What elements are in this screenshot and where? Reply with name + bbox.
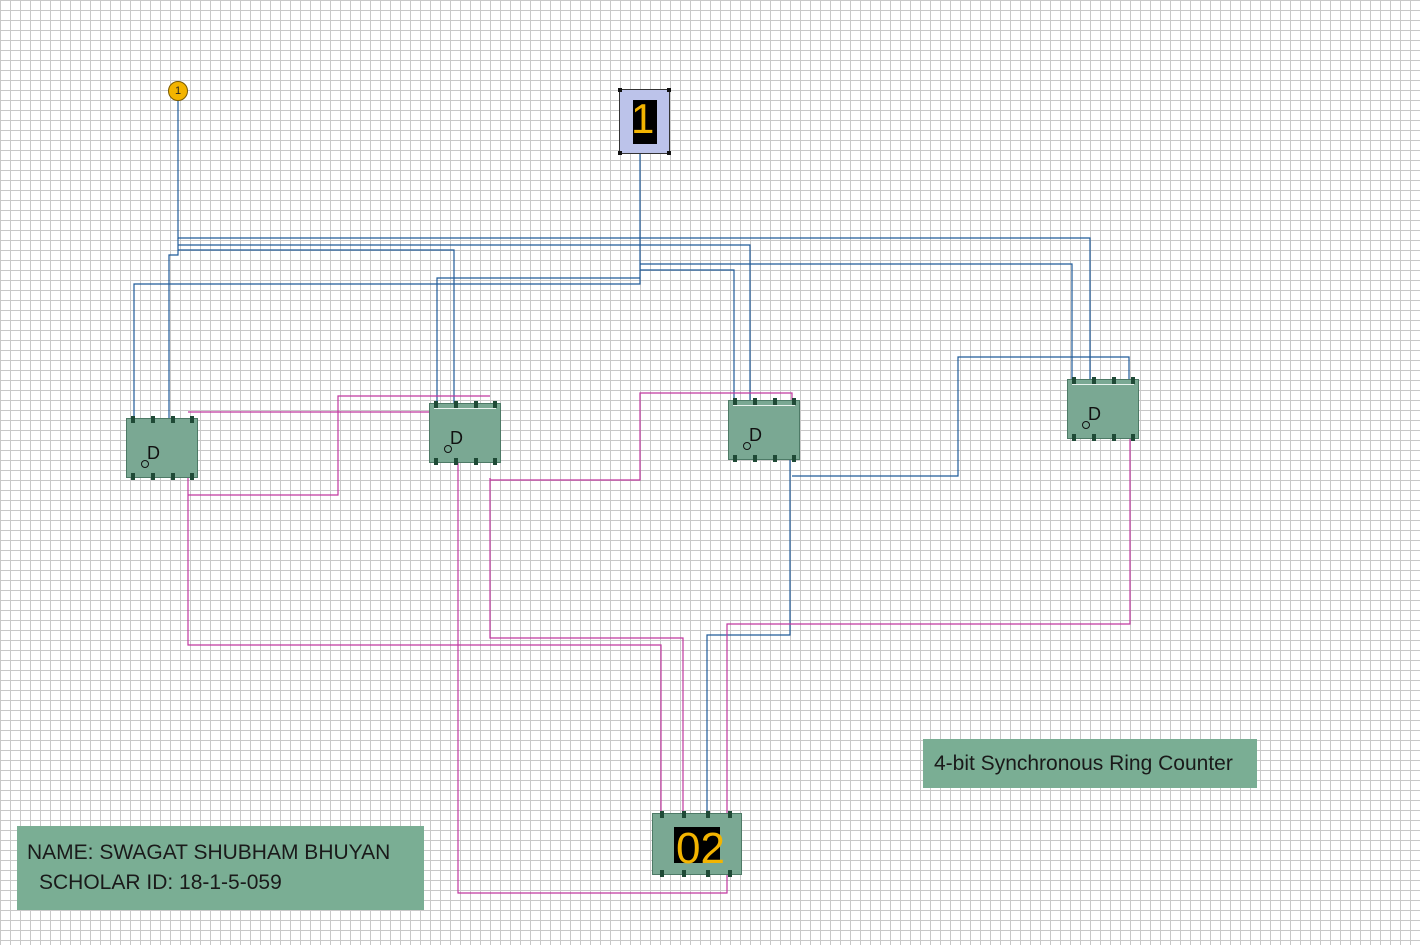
pin[interactable] [493,458,497,465]
flip-flop-highlight [733,405,795,406]
pin[interactable] [190,473,194,480]
wire-segment[interactable] [178,244,751,400]
pin[interactable] [131,473,135,480]
input-display-digit: 1 [631,95,655,142]
pin[interactable] [454,401,458,408]
pin[interactable] [682,811,686,818]
pin[interactable] [682,870,686,877]
flip-flop-label: D [749,425,762,445]
pin[interactable] [728,870,732,877]
pin[interactable] [660,870,664,877]
pin[interactable] [171,416,175,423]
wire-segment[interactable] [168,238,179,418]
selection-handle[interactable] [618,88,622,92]
wire-segment[interactable] [706,460,791,815]
pin[interactable] [728,811,732,818]
pin[interactable] [1131,377,1135,384]
output-display-digits: 02 [676,824,725,873]
pin[interactable] [660,811,664,818]
pin[interactable] [706,811,710,818]
clock-bubble-icon [1082,421,1090,429]
clock-probe-label: 1 [174,85,182,97]
pin[interactable] [773,455,777,462]
wire-segment[interactable] [187,478,662,815]
wire-segment[interactable] [640,263,1073,380]
pin[interactable] [1112,434,1116,441]
pin[interactable] [454,458,458,465]
flip-flop-label: D [450,428,463,448]
pin[interactable] [474,401,478,408]
wire-segment[interactable] [457,463,728,894]
flip-flop-highlight [1072,384,1134,385]
pin[interactable] [1131,434,1135,441]
pin[interactable] [171,473,175,480]
circuit-title-text: 4-bit Synchronous Ring Counter [934,752,1233,775]
pin[interactable] [474,458,478,465]
wire-segment[interactable] [436,277,640,403]
data-wires [187,392,1131,894]
d-flip-flop-2[interactable]: D [429,401,501,465]
output-hex-display[interactable]: 02 [652,811,742,877]
clock-bubble-icon [141,460,149,468]
pin[interactable] [773,398,777,405]
wire-segment[interactable] [640,269,735,400]
wire-segment[interactable] [490,392,793,481]
pin[interactable] [733,455,737,462]
pin[interactable] [792,455,796,462]
pin[interactable] [706,870,710,877]
display-screen [633,100,657,144]
pin[interactable] [1072,377,1076,384]
pin[interactable] [753,455,757,462]
pin[interactable] [151,473,155,480]
pin[interactable] [131,416,135,423]
clock-bubble-icon [444,445,452,453]
pin[interactable] [493,401,497,408]
pin[interactable] [434,458,438,465]
author-info-label[interactable]: NAME: SWAGAT SHUBHAM BHUYAN SCHOLAR ID: … [17,826,424,910]
circuit-title-label[interactable]: 4-bit Synchronous Ring Counter [923,739,1257,788]
pin[interactable] [753,398,757,405]
author-name: NAME: SWAGAT SHUBHAM BHUYAN [27,841,391,864]
wire-segment[interactable] [188,395,490,496]
d-flip-flop-1[interactable]: D [126,416,198,480]
wire-segment[interactable] [489,478,684,815]
display-screen [674,827,720,863]
pin[interactable] [151,416,155,423]
d-flip-flop-4[interactable]: D [1067,377,1139,441]
wire-segment[interactable] [133,154,641,418]
flip-flop-label: D [147,443,160,463]
pin[interactable] [1112,377,1116,384]
d-flip-flop-3[interactable]: D [728,398,800,462]
clock-probe[interactable]: 1 [168,81,188,101]
scholar-id: SCHOLAR ID: 18-1-5-059 [39,871,282,894]
wire-segment[interactable] [792,356,1130,477]
flip-flop-highlight [434,408,496,409]
selection-handle[interactable] [667,151,671,155]
wire-segment[interactable] [177,99,1091,380]
selection-handle[interactable] [618,151,622,155]
pin[interactable] [1072,434,1076,441]
clock-bubble-icon [743,442,751,450]
pin[interactable] [434,401,438,408]
wire-segment[interactable] [726,438,1131,815]
wire-segment[interactable] [178,249,455,403]
pin[interactable] [792,398,796,405]
selection-handle[interactable] [667,88,671,92]
input-hex-display[interactable]: 1 [618,88,671,155]
clock-wires [133,99,1130,815]
pin[interactable] [190,416,194,423]
pin[interactable] [1092,434,1096,441]
flip-flop-label: D [1088,404,1101,424]
pin[interactable] [733,398,737,405]
pin[interactable] [1092,377,1096,384]
